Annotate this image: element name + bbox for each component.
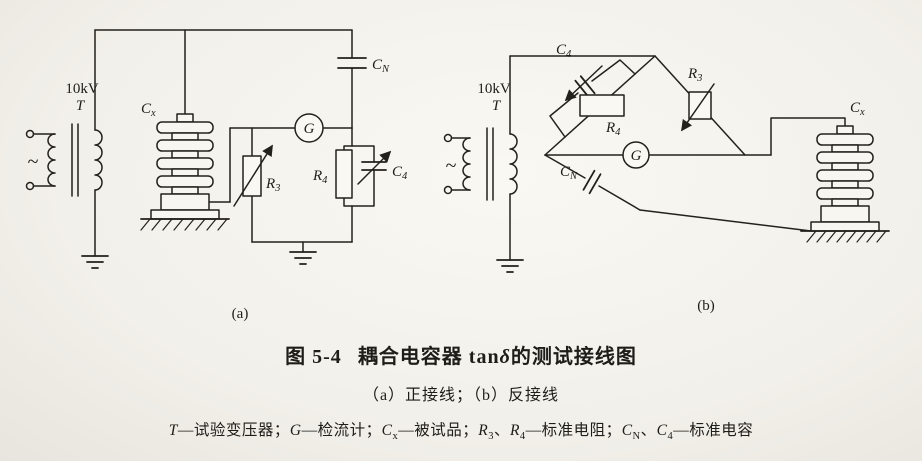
primary-coil: [47, 133, 56, 187]
galvanometer-circle: [294, 113, 324, 143]
galvanometer-b: [622, 141, 650, 169]
variable-arrow-icon: [681, 83, 715, 132]
figure-captions: 图 5-4 耦合电容器 tanδ的测试接线图 （a）正接线；（b）反接线 T—试验…: [0, 340, 922, 442]
core-lines: [486, 127, 494, 201]
ground-symbol-bridge-a: [289, 251, 317, 265]
variable-arrow-icon: [357, 150, 392, 185]
terminal-dot: [443, 133, 453, 143]
transformer-b: [443, 127, 518, 201]
secondary-coil: [509, 133, 518, 195]
earth-pad-a: [140, 218, 230, 231]
r4-resistor-a: [335, 149, 353, 199]
voltage-label-b: 10kV: [477, 81, 511, 97]
galvanometer-circle: [622, 141, 650, 169]
figure-title-delta: δ: [499, 346, 511, 368]
cx-label-a: Cx: [141, 101, 156, 119]
terminal-dot: [25, 181, 35, 191]
cn-capacitor-b: [582, 169, 602, 195]
sublabel-a: (a): [232, 306, 249, 322]
labels-a: 10kV T ~ Cx G R3 R4 C4 CN (a): [28, 57, 408, 322]
bushing-pedestal: [150, 209, 220, 220]
transformer-a: [25, 123, 103, 197]
terminal-dot: [25, 129, 35, 139]
ground-symbol-transformer-b: [496, 259, 524, 273]
galvanometer-a: [294, 113, 324, 143]
wires-a: [94, 29, 375, 257]
bushing-base: [160, 193, 210, 211]
figure-subcaption: （a）正接线；（b）反接线: [362, 387, 560, 404]
secondary-coil: [94, 129, 103, 191]
cx-bushing-b: [810, 125, 880, 232]
figure-area: 10kV T ~ Cx G R3 R4 C4 CN (a): [25, 29, 890, 322]
variable-arrow-icon: [564, 65, 603, 102]
cn-capacitor-a: [337, 57, 367, 69]
c4-label-a: C4: [392, 164, 408, 182]
g-label-b: G: [631, 148, 642, 164]
g-label-a: G: [304, 121, 315, 137]
core-lines: [71, 123, 79, 197]
c4-capacitor-a: [357, 150, 392, 185]
figure-title-post: 的测试接线图: [510, 346, 637, 368]
earth-pad-b: [800, 230, 890, 243]
cx-bushing-a: [150, 113, 220, 220]
terminal-dot: [443, 185, 453, 195]
circuit-b: [443, 55, 890, 273]
figure-caption: 图 5-4 耦合电容器 tanδ的测试接线图: [0, 340, 922, 369]
r3-label-b: R3: [687, 66, 702, 84]
circuit-diagram: 10kV T ~ Cx G R3 R4 C4 CN (a): [25, 29, 890, 322]
cn-label-a: CN: [372, 57, 390, 75]
circuit-a: [25, 29, 392, 269]
ac-tilde-b: ~: [446, 155, 457, 177]
primary-coil: [462, 137, 471, 191]
r3-label-a: R3: [265, 176, 280, 194]
variable-arrow-icon: [233, 144, 273, 207]
labels-b: 10kV T ~ C4 R4 R3 G CN Cx (b): [446, 42, 865, 314]
bushing-pedestal: [810, 221, 880, 232]
ground-symbol-transformer-a: [81, 255, 109, 269]
figure-number: 图 5-4: [285, 346, 342, 368]
bushing-base: [820, 205, 870, 223]
r4-label-b: R4: [605, 120, 621, 138]
r3-resistor-b: [681, 83, 715, 132]
r3-resistor-a: [233, 144, 273, 207]
transformer-label-b: T: [492, 98, 502, 114]
ac-tilde-a: ~: [28, 151, 39, 173]
wires-b: [509, 55, 846, 261]
sublabel-b: (b): [697, 298, 715, 314]
figure-legend: T—试验变压器；G—检流计；Cx—被试品；R3、R4—标准电阻；CN、C4—标准…: [168, 422, 754, 443]
transformer-label-a: T: [76, 98, 86, 114]
figure-title-pre: 耦合电容器 tan: [357, 346, 500, 368]
cx-label-b: Cx: [850, 100, 865, 118]
cn-label-b: CN: [560, 164, 578, 182]
r4-resistor-b: [579, 94, 625, 117]
voltage-label-a: 10kV: [65, 81, 99, 97]
r4-label-a: R4: [312, 168, 328, 186]
c4-label-b: C4: [556, 42, 572, 60]
